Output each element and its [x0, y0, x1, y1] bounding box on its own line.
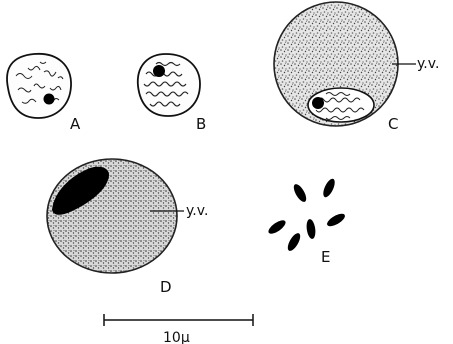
cell-e: E	[266, 177, 346, 266]
cell-a-nucleolus	[44, 94, 55, 105]
label-e: E	[321, 248, 330, 266]
rod-4	[305, 219, 316, 240]
label-d: D	[160, 278, 172, 296]
cell-d-body	[47, 159, 177, 273]
rod-2	[321, 177, 337, 199]
cell-c: y.v. C	[274, 2, 439, 133]
label-b: B	[196, 115, 206, 133]
rod-1	[291, 182, 308, 204]
rod-5	[285, 231, 302, 253]
label-d-yv: y.v.	[186, 203, 208, 219]
label-c: C	[388, 115, 398, 133]
cell-a: A	[7, 54, 81, 133]
cell-b: B	[138, 54, 207, 133]
rod-6	[325, 211, 347, 228]
rod-3	[266, 218, 287, 236]
scale-bar: 10μ	[104, 314, 253, 344]
cell-d: y.v. D	[47, 159, 208, 296]
label-c-yv: y.v.	[417, 56, 439, 72]
cell-c-nucleolus	[312, 97, 324, 109]
scale-bar-label: 10μ	[163, 330, 190, 344]
label-a: A	[70, 115, 81, 133]
cell-b-nucleolus	[153, 65, 165, 77]
